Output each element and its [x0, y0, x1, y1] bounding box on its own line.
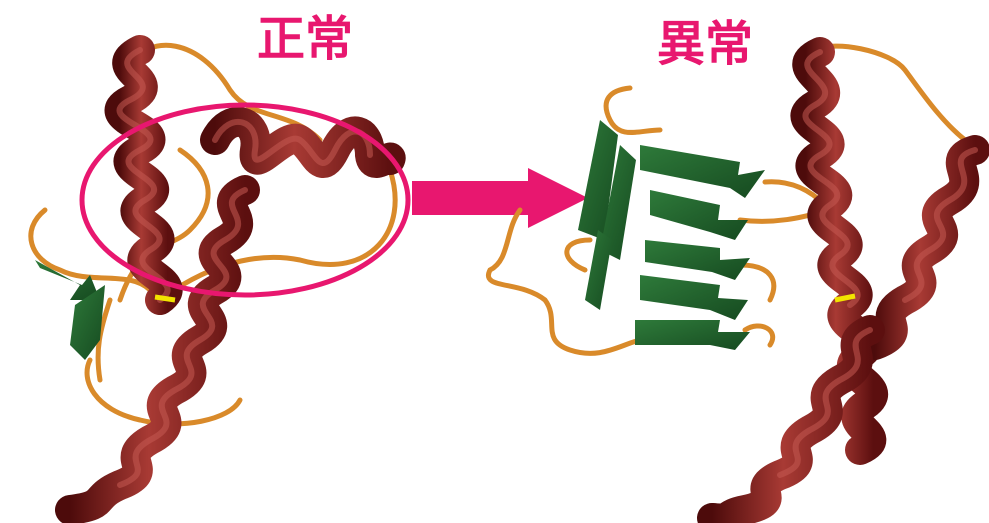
abnormal-label: 異常: [657, 16, 753, 72]
normal-disulfide: [155, 297, 175, 300]
abnormal-beta-sheets: [578, 120, 765, 350]
abnormal-structure: [488, 46, 975, 518]
normal-helix-2: [215, 122, 391, 163]
normal-label: 正常: [257, 11, 353, 67]
normal-structure: [31, 45, 408, 510]
abnormal-helix-2: [875, 150, 975, 345]
transition-arrow: [412, 168, 588, 228]
